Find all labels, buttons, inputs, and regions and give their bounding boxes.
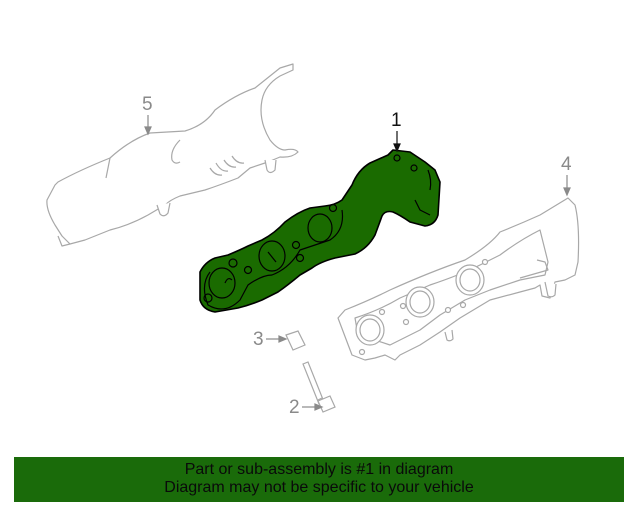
part-1-exhaust-manifold[interactable] (199, 149, 441, 313)
callout-5[interactable]: 5 (142, 94, 153, 115)
part-5-heat-shield[interactable] (46, 63, 299, 247)
part-2-stud[interactable] (302, 361, 336, 413)
banner-line-part-number: Part or sub-assembly is #1 in diagram (184, 461, 454, 478)
part-3-nut[interactable] (285, 330, 306, 351)
callout-2[interactable]: 2 (289, 397, 300, 418)
callout-4[interactable]: 4 (561, 154, 572, 175)
banner-line-disclaimer: Diagram may not be specific to your vehi… (164, 479, 474, 496)
leader-arrows (144, 115, 571, 411)
part-4-gasket[interactable] (337, 197, 580, 361)
callout-1[interactable]: 1 (391, 110, 402, 131)
callout-3[interactable]: 3 (253, 329, 264, 350)
diagram-notice-banner: Part or sub-assembly is #1 in diagram Di… (14, 457, 624, 502)
